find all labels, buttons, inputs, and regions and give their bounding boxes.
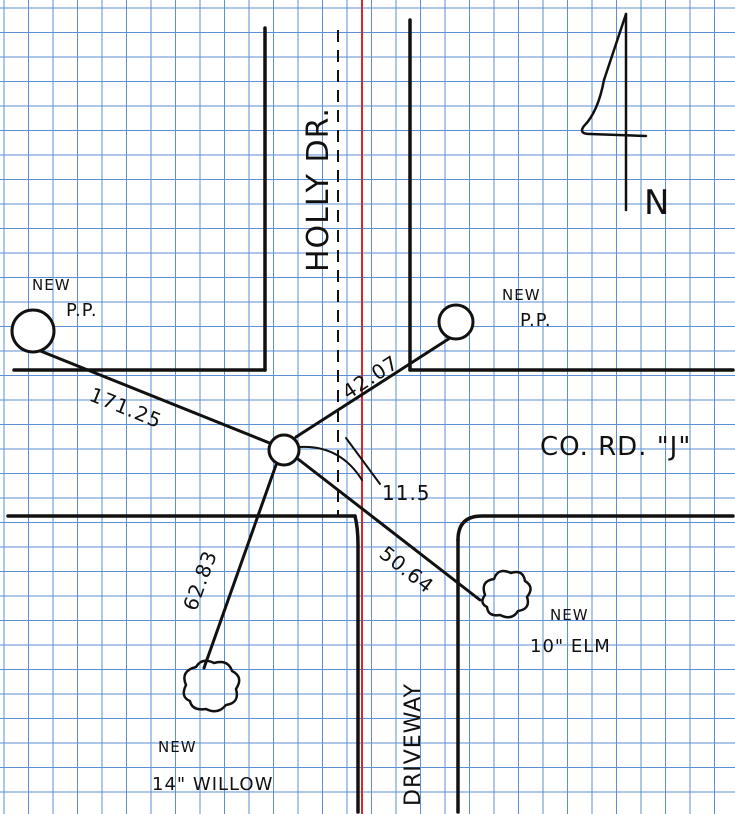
measurement-left-pp: 171.25 [86,382,165,433]
power-pole-left-new-label: NEW [32,276,71,294]
elm-label: 10" ELM [530,636,611,657]
north-arrow-icon [580,12,648,212]
reference-point [267,433,301,467]
angle-arc [299,445,363,481]
holly-dr-label: HOLLY DR. [301,107,336,272]
measurement-willow: 62.83 [178,547,222,614]
angle-leader-line [345,437,381,485]
driveway-edges [353,514,460,814]
power-pole-right-label: P.P. [520,310,552,331]
power-pole-right [437,303,475,341]
measurement-angle: 11.5 [382,481,431,505]
power-pole-right-new-label: NEW [502,286,541,304]
driveway-label: DRIVEWAY [401,683,426,806]
willow-new-label: NEW [158,738,197,756]
measurement-elm: 50.64 [375,541,439,598]
holly-dr-road-edges [263,18,412,372]
willow-tree-icon [182,659,241,713]
elm-new-label: NEW [550,606,589,624]
measurement-lines [31,336,482,670]
co-rd-j-road-edges [6,368,735,542]
north-label: N [644,183,670,223]
co-rd-j-label: CO. RD. "J" [540,432,691,462]
elm-tree-icon [481,569,532,619]
power-pole-left-label: P.P. [66,300,98,321]
willow-label: 14" WILLOW [152,774,273,795]
power-pole-left [10,308,56,354]
